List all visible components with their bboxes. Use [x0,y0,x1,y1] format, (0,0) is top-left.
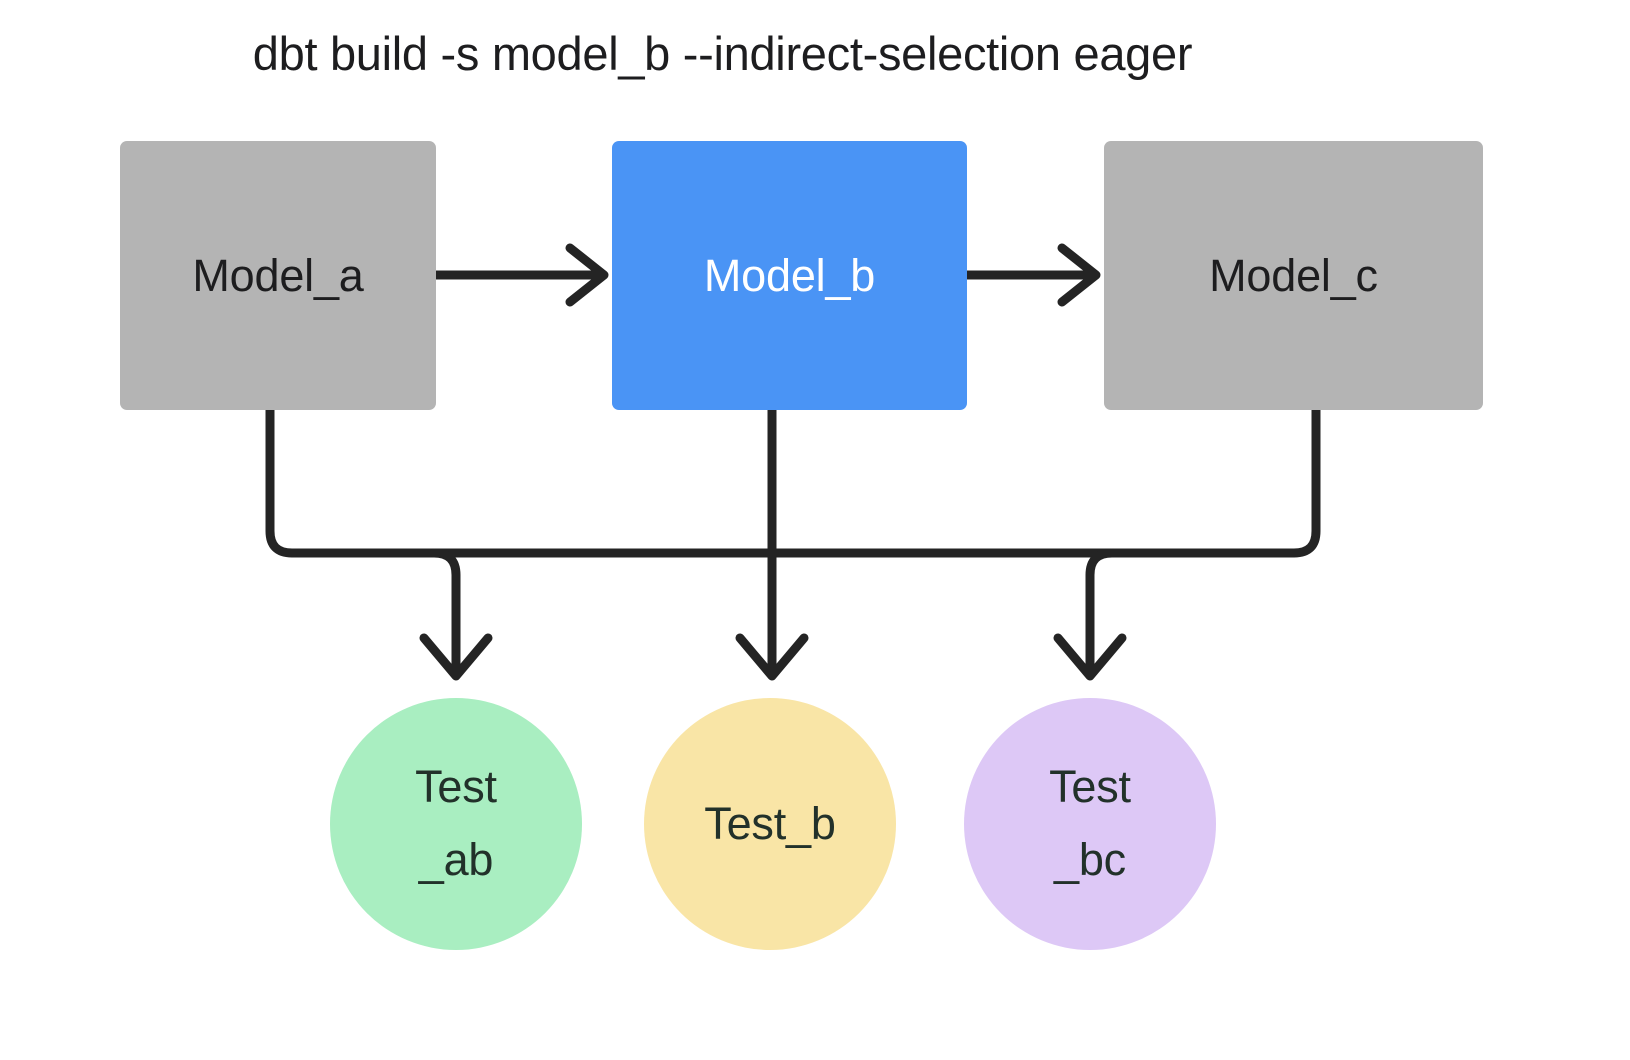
edge-model-a-to-test-ab [265,405,1285,558]
edge-model-c-to-test-bc [295,405,1321,558]
edge-model-b-to-test-b [735,405,809,681]
node-model-c[interactable] [1104,141,1483,410]
edge-branch-to-test-bc [1053,548,1127,681]
node-model-a[interactable] [120,141,436,410]
node-test-b[interactable] [644,698,896,950]
node-model-b[interactable] [612,141,967,410]
edge-model-a-to-model-b [431,243,609,307]
edge-branch-to-test-ab [419,548,493,681]
page-title: dbt build -s model_b --indirect-selectio… [252,27,1193,80]
node-test-ab[interactable] [330,698,582,950]
node-test-bc[interactable] [964,698,1216,950]
edge-model-b-to-model-c [962,243,1101,307]
